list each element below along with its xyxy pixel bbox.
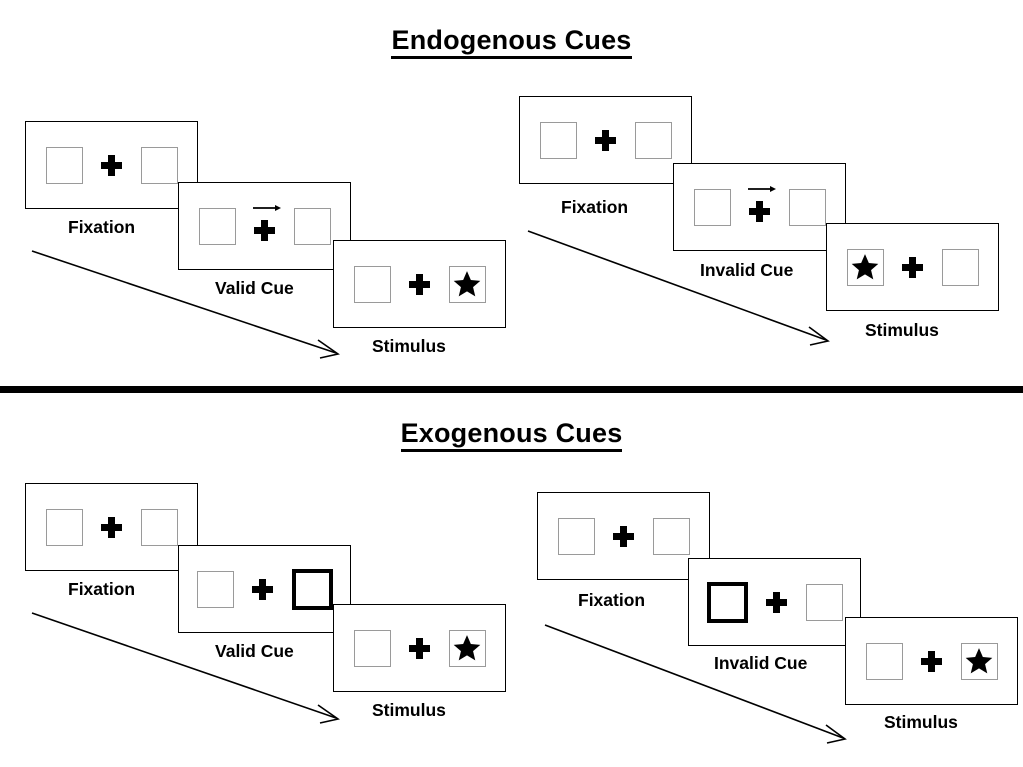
panel-exogenous-valid-stimulus[interactable] — [333, 604, 506, 692]
arrow-right-cue-icon — [252, 205, 281, 211]
panel-endogenous-valid-fixation[interactable] — [25, 121, 198, 209]
caption-exogenous-invalid-fixation: Fixation — [578, 590, 646, 610]
fixation-cross-icon — [613, 525, 634, 547]
panel-exogenous-valid-cue[interactable] — [178, 545, 351, 633]
fixation-area — [405, 264, 435, 304]
caption-exogenous-valid-stimulus: Stimulus — [372, 700, 446, 720]
section-title-exogenous-text: Exogenous Cues — [400, 418, 623, 452]
fixation-area — [609, 516, 639, 556]
star-stimulus-icon — [453, 271, 481, 297]
stimulus-box-right — [941, 248, 979, 286]
time-flow-arrow-endogenous-valid — [31, 250, 340, 359]
caption-endogenous-valid-stimulus: Stimulus — [372, 336, 446, 356]
fixation-area — [898, 247, 928, 287]
fixation-area — [250, 205, 281, 246]
caption-exogenous-invalid-stimulus: Stimulus — [884, 712, 958, 732]
fixation-cross-icon — [252, 578, 273, 600]
stimulus-box-left — [557, 517, 595, 555]
panel-endogenous-valid-cue[interactable] — [178, 182, 351, 270]
stimulus-box-right — [960, 642, 998, 680]
section-title-exogenous: Exogenous Cues — [0, 418, 1023, 452]
fixation-cross-icon — [409, 637, 430, 659]
fixation-cross-icon — [595, 129, 616, 151]
fixation-area — [917, 641, 947, 681]
stimulus-box-right — [652, 517, 690, 555]
time-flow-arrow-endogenous-invalid — [527, 230, 830, 346]
stimulus-box-right — [140, 146, 178, 184]
arrow-right-cue-icon — [747, 186, 776, 192]
fixation-area — [405, 628, 435, 668]
stimulus-box-right — [448, 629, 486, 667]
stimulus-box-left — [846, 248, 884, 286]
fixation-cross-icon — [409, 273, 430, 295]
fixation-area — [97, 145, 127, 185]
stimulus-box-left — [353, 629, 391, 667]
cued-box-right — [291, 568, 333, 610]
panel-exogenous-valid-fixation[interactable] — [25, 483, 198, 571]
section-title-endogenous-text: Endogenous Cues — [391, 25, 632, 59]
panel-endogenous-invalid-cue[interactable] — [673, 163, 846, 251]
caption-endogenous-invalid-cue: Invalid Cue — [700, 260, 794, 280]
cued-box-left — [706, 581, 748, 623]
star-stimulus-icon — [965, 648, 993, 674]
fixation-area — [97, 507, 127, 547]
stimulus-box-left — [865, 642, 903, 680]
caption-endogenous-invalid-fixation: Fixation — [561, 197, 629, 217]
caption-exogenous-valid-fixation: Fixation — [68, 579, 136, 599]
stimulus-box-left — [45, 146, 83, 184]
fixation-cross-icon — [254, 220, 275, 241]
fixation-cross-icon — [902, 256, 923, 278]
caption-endogenous-valid-fixation: Fixation — [68, 217, 136, 237]
stimulus-box-right — [634, 121, 672, 159]
stimulus-box-right — [448, 265, 486, 303]
caption-endogenous-invalid-stimulus: Stimulus — [865, 320, 939, 340]
fixation-cross-icon — [766, 591, 787, 613]
stimulus-box-left — [693, 188, 731, 226]
stimulus-box-left — [196, 570, 234, 608]
stimulus-box-left — [539, 121, 577, 159]
caption-endogenous-valid-cue: Valid Cue — [215, 278, 294, 298]
section-title-endogenous: Endogenous Cues — [0, 25, 1023, 59]
stimulus-box-right — [788, 188, 826, 226]
panel-exogenous-invalid-cue[interactable] — [688, 558, 861, 646]
fixation-area — [745, 186, 776, 227]
stimulus-box-right — [140, 508, 178, 546]
stimulus-box-left — [353, 265, 391, 303]
stimulus-box-left — [45, 508, 83, 546]
fixation-cross-icon — [101, 154, 122, 176]
fixation-cross-icon — [749, 201, 770, 222]
star-stimulus-icon — [453, 635, 481, 661]
section-divider — [0, 386, 1023, 393]
fixation-area — [248, 569, 278, 609]
caption-exogenous-invalid-cue: Invalid Cue — [714, 653, 808, 673]
fixation-cross-icon — [101, 516, 122, 538]
stimulus-box-left — [198, 207, 236, 245]
panel-endogenous-invalid-stimulus[interactable] — [826, 223, 999, 311]
panel-exogenous-invalid-stimulus[interactable] — [845, 617, 1018, 705]
stimulus-box-right — [293, 207, 331, 245]
panel-exogenous-invalid-fixation[interactable] — [537, 492, 710, 580]
star-stimulus-icon — [851, 254, 879, 280]
fixation-area — [762, 582, 792, 622]
panel-endogenous-invalid-fixation[interactable] — [519, 96, 692, 184]
fixation-area — [591, 120, 621, 160]
time-flow-arrow-exogenous-invalid — [544, 624, 847, 744]
time-flow-arrow-exogenous-valid — [31, 612, 340, 724]
caption-exogenous-valid-cue: Valid Cue — [215, 641, 294, 661]
stimulus-box-right — [805, 583, 843, 621]
fixation-cross-icon — [921, 650, 942, 672]
panel-endogenous-valid-stimulus[interactable] — [333, 240, 506, 328]
